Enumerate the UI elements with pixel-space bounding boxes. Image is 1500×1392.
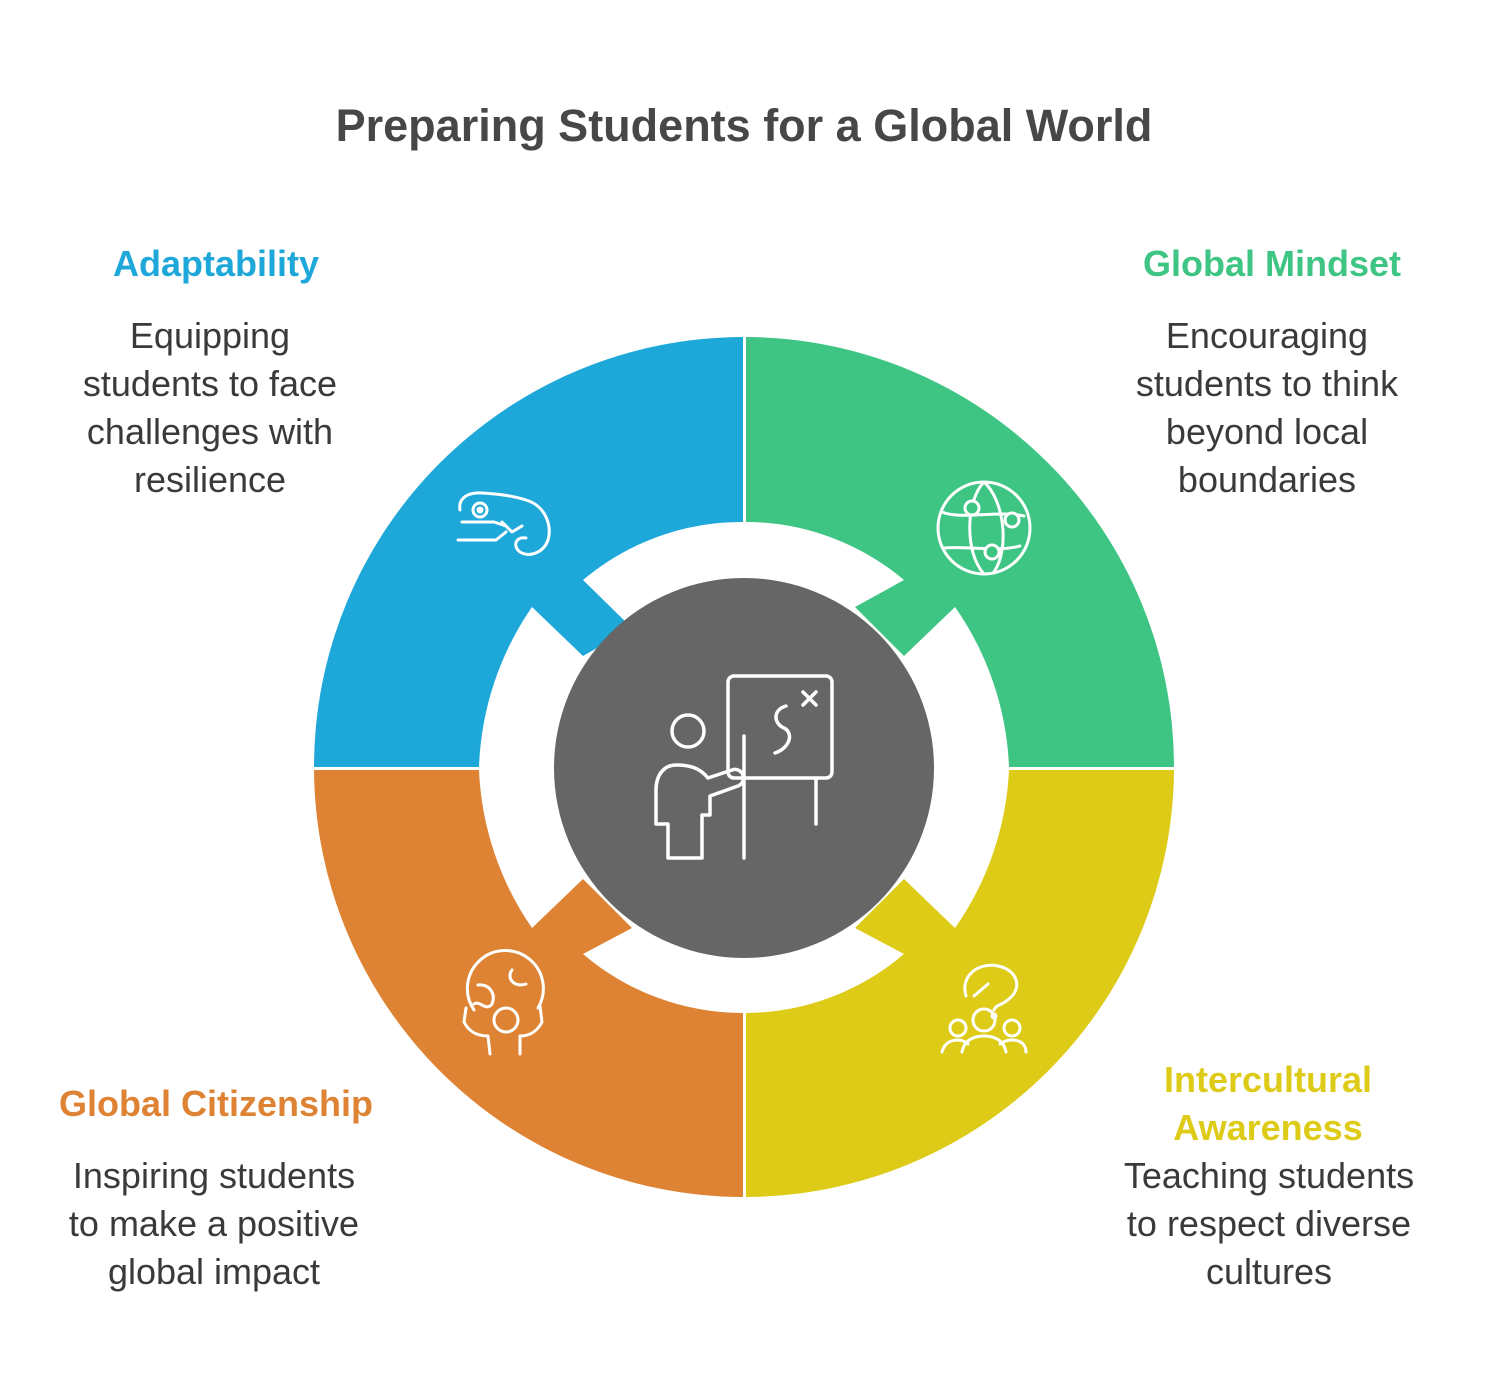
page-title: Preparing Students for a Global World <box>335 100 1153 151</box>
intercultural-awareness-description: Teaching students to respect diverse cul… <box>1123 1155 1415 1292</box>
person-globe-icon <box>462 949 545 1056</box>
global-citizenship-heading: Global Citizenship <box>58 1083 373 1124</box>
chameleon-icon <box>456 491 551 556</box>
global-citizenship-description: Inspiring students to make a positive gl… <box>68 1155 360 1292</box>
segment-intercultural-awareness <box>746 770 1174 1197</box>
global-mindset-heading: Global Mindset <box>1142 243 1401 284</box>
teacher-presentation-icon <box>654 674 834 860</box>
adaptability-heading: Adaptability <box>112 243 319 284</box>
people-question-icon <box>940 963 1028 1054</box>
globe-network-icon <box>936 480 1032 576</box>
intercultural-awareness-heading: Intercultural Awareness <box>1163 1059 1373 1148</box>
adaptability-description: Equipping students to face challenges wi… <box>82 315 338 500</box>
segment-global-citizenship <box>314 770 743 1197</box>
segment-global-mindset <box>746 337 1174 767</box>
segment-adaptability <box>314 337 743 767</box>
global-mindset-description: Encouraging students to think beyond loc… <box>1135 315 1399 500</box>
